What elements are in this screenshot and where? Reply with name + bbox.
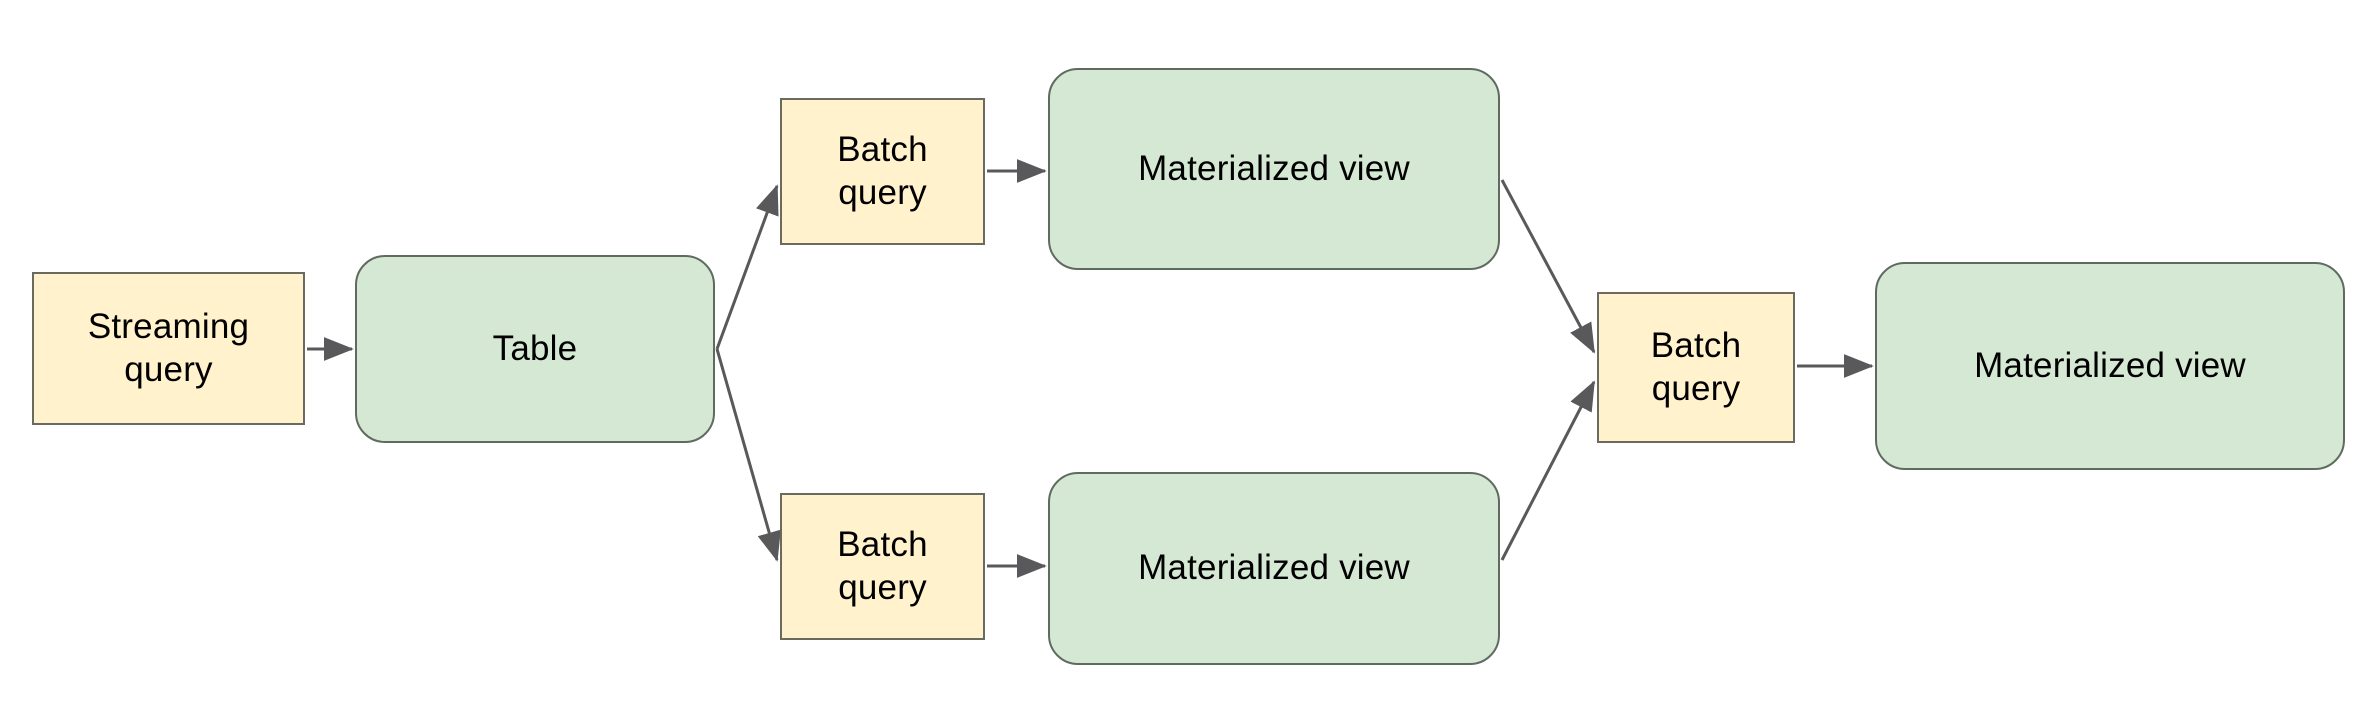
node-label-materialized-view-top: Materialized view [1138, 148, 1410, 188]
node-streaming-query[interactable]: Streaming query [32, 272, 305, 425]
edge-table-to-batch-top [715, 184, 779, 350]
node-materialized-view-top[interactable]: Materialized view [1048, 68, 1500, 270]
node-label-materialized-view-right: Materialized view [1974, 345, 2246, 385]
node-label-batch-query-bottom: Batch query [837, 524, 928, 607]
edge-view-bottom-to-batch-right [1500, 380, 1596, 561]
node-materialized-view-bottom[interactable]: Materialized view [1048, 472, 1500, 665]
node-label-materialized-view-bottom: Materialized view [1138, 548, 1410, 588]
node-label-streaming-query: Streaming query [87, 306, 250, 389]
edge-table-to-batch-bottom [715, 348, 781, 562]
node-label-batch-query-top: Batch query [837, 129, 928, 212]
node-label-table: Table [492, 328, 578, 368]
node-batch-query-bottom[interactable]: Batch query [780, 493, 985, 640]
node-label-batch-query-right: Batch query [1650, 325, 1742, 408]
node-batch-query-right[interactable]: Batch query [1597, 292, 1795, 443]
edge-view-top-to-batch-right [1500, 179, 1596, 354]
node-materialized-view-right[interactable]: Materialized view [1875, 262, 2345, 470]
node-table[interactable]: Table [355, 255, 715, 443]
node-batch-query-top[interactable]: Batch query [780, 98, 985, 245]
